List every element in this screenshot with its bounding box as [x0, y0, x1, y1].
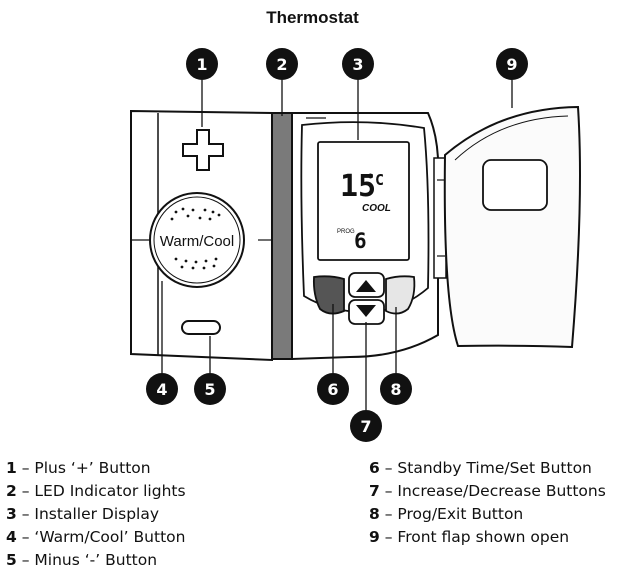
legend-number: 7: [369, 482, 380, 500]
callout-7-number: 7: [360, 417, 371, 436]
legend-description: ‘Warm/Cool’ Button: [34, 528, 186, 546]
legend-item-1: 1 – Plus ‘+’ Button: [6, 457, 186, 480]
callout-5-number: 5: [204, 380, 215, 399]
callout-1-badge: 1: [186, 48, 218, 80]
page-title: Thermostat: [266, 8, 359, 27]
legend-number: 6: [369, 459, 380, 477]
callout-6-number: 6: [327, 380, 338, 399]
flap-window: [482, 159, 548, 211]
legend-item-7: 7 – Increase/Decrease Buttons: [369, 480, 606, 503]
callout-8-badge: 8: [380, 373, 412, 405]
callout-6-badge: 6: [317, 373, 349, 405]
speaker-dots-top: [170, 207, 221, 221]
lcd-mode: COOL: [362, 203, 391, 214]
legend-description: Installer Display: [34, 505, 160, 523]
decrease-button[interactable]: [348, 299, 385, 325]
legend-item-6: 6 – Standby Time/Set Button: [369, 457, 606, 480]
arrow-down-icon: [356, 305, 376, 317]
legend-description: Plus ‘+’ Button: [34, 459, 151, 477]
speaker-dots-bottom: [174, 257, 218, 270]
installer-display: 15 °C COOL PROG 6: [317, 141, 410, 261]
legend-number: 2: [6, 482, 17, 500]
legend-number: 1: [6, 459, 17, 477]
legend-item-9: 9 – Front flap shown open: [369, 526, 606, 549]
legend-separator: –: [379, 505, 398, 523]
legend-item-4: 4 – ‘Warm/Cool’ Button: [6, 526, 186, 549]
lcd-prog-label: PROG: [337, 229, 355, 235]
led-indicator-strip: [271, 112, 293, 360]
legend-right-column: 6 – Standby Time/Set Button 7 – Increase…: [369, 457, 606, 549]
legend-description: Standby Time/Set Button: [397, 459, 592, 477]
legend-description: Minus ‘-’ Button: [34, 551, 158, 569]
callout-3-badge: 3: [342, 48, 374, 80]
legend-item-5: 5 – Minus ‘-’ Button: [6, 549, 186, 572]
callout-2-number: 2: [276, 55, 287, 74]
lcd-prog-value: 6: [354, 229, 367, 253]
legend-description: LED Indicator lights: [34, 482, 186, 500]
legend-separator: –: [16, 528, 35, 546]
prog-exit-button[interactable]: [385, 275, 416, 315]
leader-lines: [161, 80, 513, 410]
minus-icon: [181, 320, 221, 335]
legend-number: 3: [6, 505, 17, 523]
lcd-temperature: 15: [340, 169, 376, 204]
plus-button[interactable]: [182, 129, 224, 171]
callout-3-number: 3: [352, 55, 363, 74]
legend-separator: –: [379, 459, 398, 477]
front-flap[interactable]: [443, 105, 581, 349]
legend-left-column: 1 – Plus ‘+’ Button 2 – LED Indicator li…: [6, 457, 186, 572]
legend-separator: –: [16, 505, 35, 523]
legend-description: Prog/Exit Button: [397, 505, 524, 523]
legend-separator: –: [16, 482, 35, 500]
legend-item-8: 8 – Prog/Exit Button: [369, 503, 606, 526]
callout-4-badge: 4: [146, 373, 178, 405]
callout-7-badge: 7: [350, 410, 382, 442]
legend-separator: –: [16, 459, 35, 477]
minus-button[interactable]: [181, 320, 221, 335]
legend-item-3: 3 – Installer Display: [6, 503, 186, 526]
callout-9-badge: 9: [496, 48, 528, 80]
callout-9-number: 9: [506, 55, 517, 74]
legend-description: Increase/Decrease Buttons: [397, 482, 606, 500]
callout-4-number: 4: [156, 380, 167, 399]
legend-number: 9: [369, 528, 380, 546]
legend-separator: –: [379, 482, 398, 500]
legend-separator: –: [16, 551, 35, 569]
warm-cool-label: Warm/Cool: [160, 233, 234, 250]
legend-description: Front flap shown open: [397, 528, 570, 546]
arrow-up-icon: [356, 280, 376, 292]
callout-1-number: 1: [196, 55, 207, 74]
legend-number: 5: [6, 551, 17, 569]
callout-2-badge: 2: [266, 48, 298, 80]
callout-5-badge: 5: [194, 373, 226, 405]
lcd-unit: °C: [366, 171, 384, 189]
plus-icon: [182, 129, 224, 171]
legend-number: 4: [6, 528, 17, 546]
legend-item-2: 2 – LED Indicator lights: [6, 480, 186, 503]
increase-button[interactable]: [348, 272, 385, 298]
legend-separator: –: [379, 528, 398, 546]
callout-8-number: 8: [390, 380, 401, 399]
legend-number: 8: [369, 505, 380, 523]
warm-cool-button[interactable]: Warm/Cool: [149, 192, 245, 288]
